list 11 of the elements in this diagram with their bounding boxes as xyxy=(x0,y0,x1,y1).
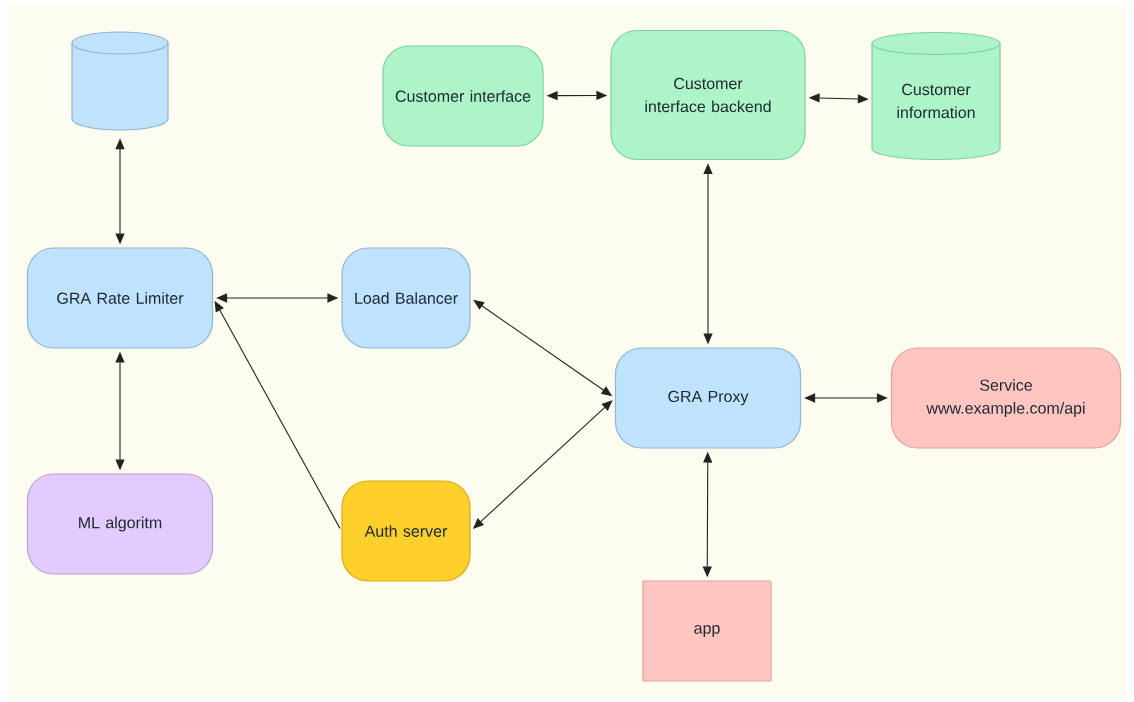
process-box: Auth server xyxy=(341,480,471,582)
process-box: Customer interface xyxy=(382,45,544,147)
process-box: GRA Proxy xyxy=(614,347,802,449)
process-box: ML algoritm xyxy=(26,473,214,575)
database-cylinder xyxy=(71,31,169,131)
process-box: Load Balancer xyxy=(341,247,471,349)
process-box: Customer interface backend xyxy=(610,29,806,161)
app-box: app xyxy=(642,580,772,682)
process-box: GRA Rate Limiter xyxy=(26,247,214,349)
service-box: Service www.example.com/api xyxy=(890,347,1122,449)
database-cylinder: Customer information xyxy=(871,31,1001,161)
